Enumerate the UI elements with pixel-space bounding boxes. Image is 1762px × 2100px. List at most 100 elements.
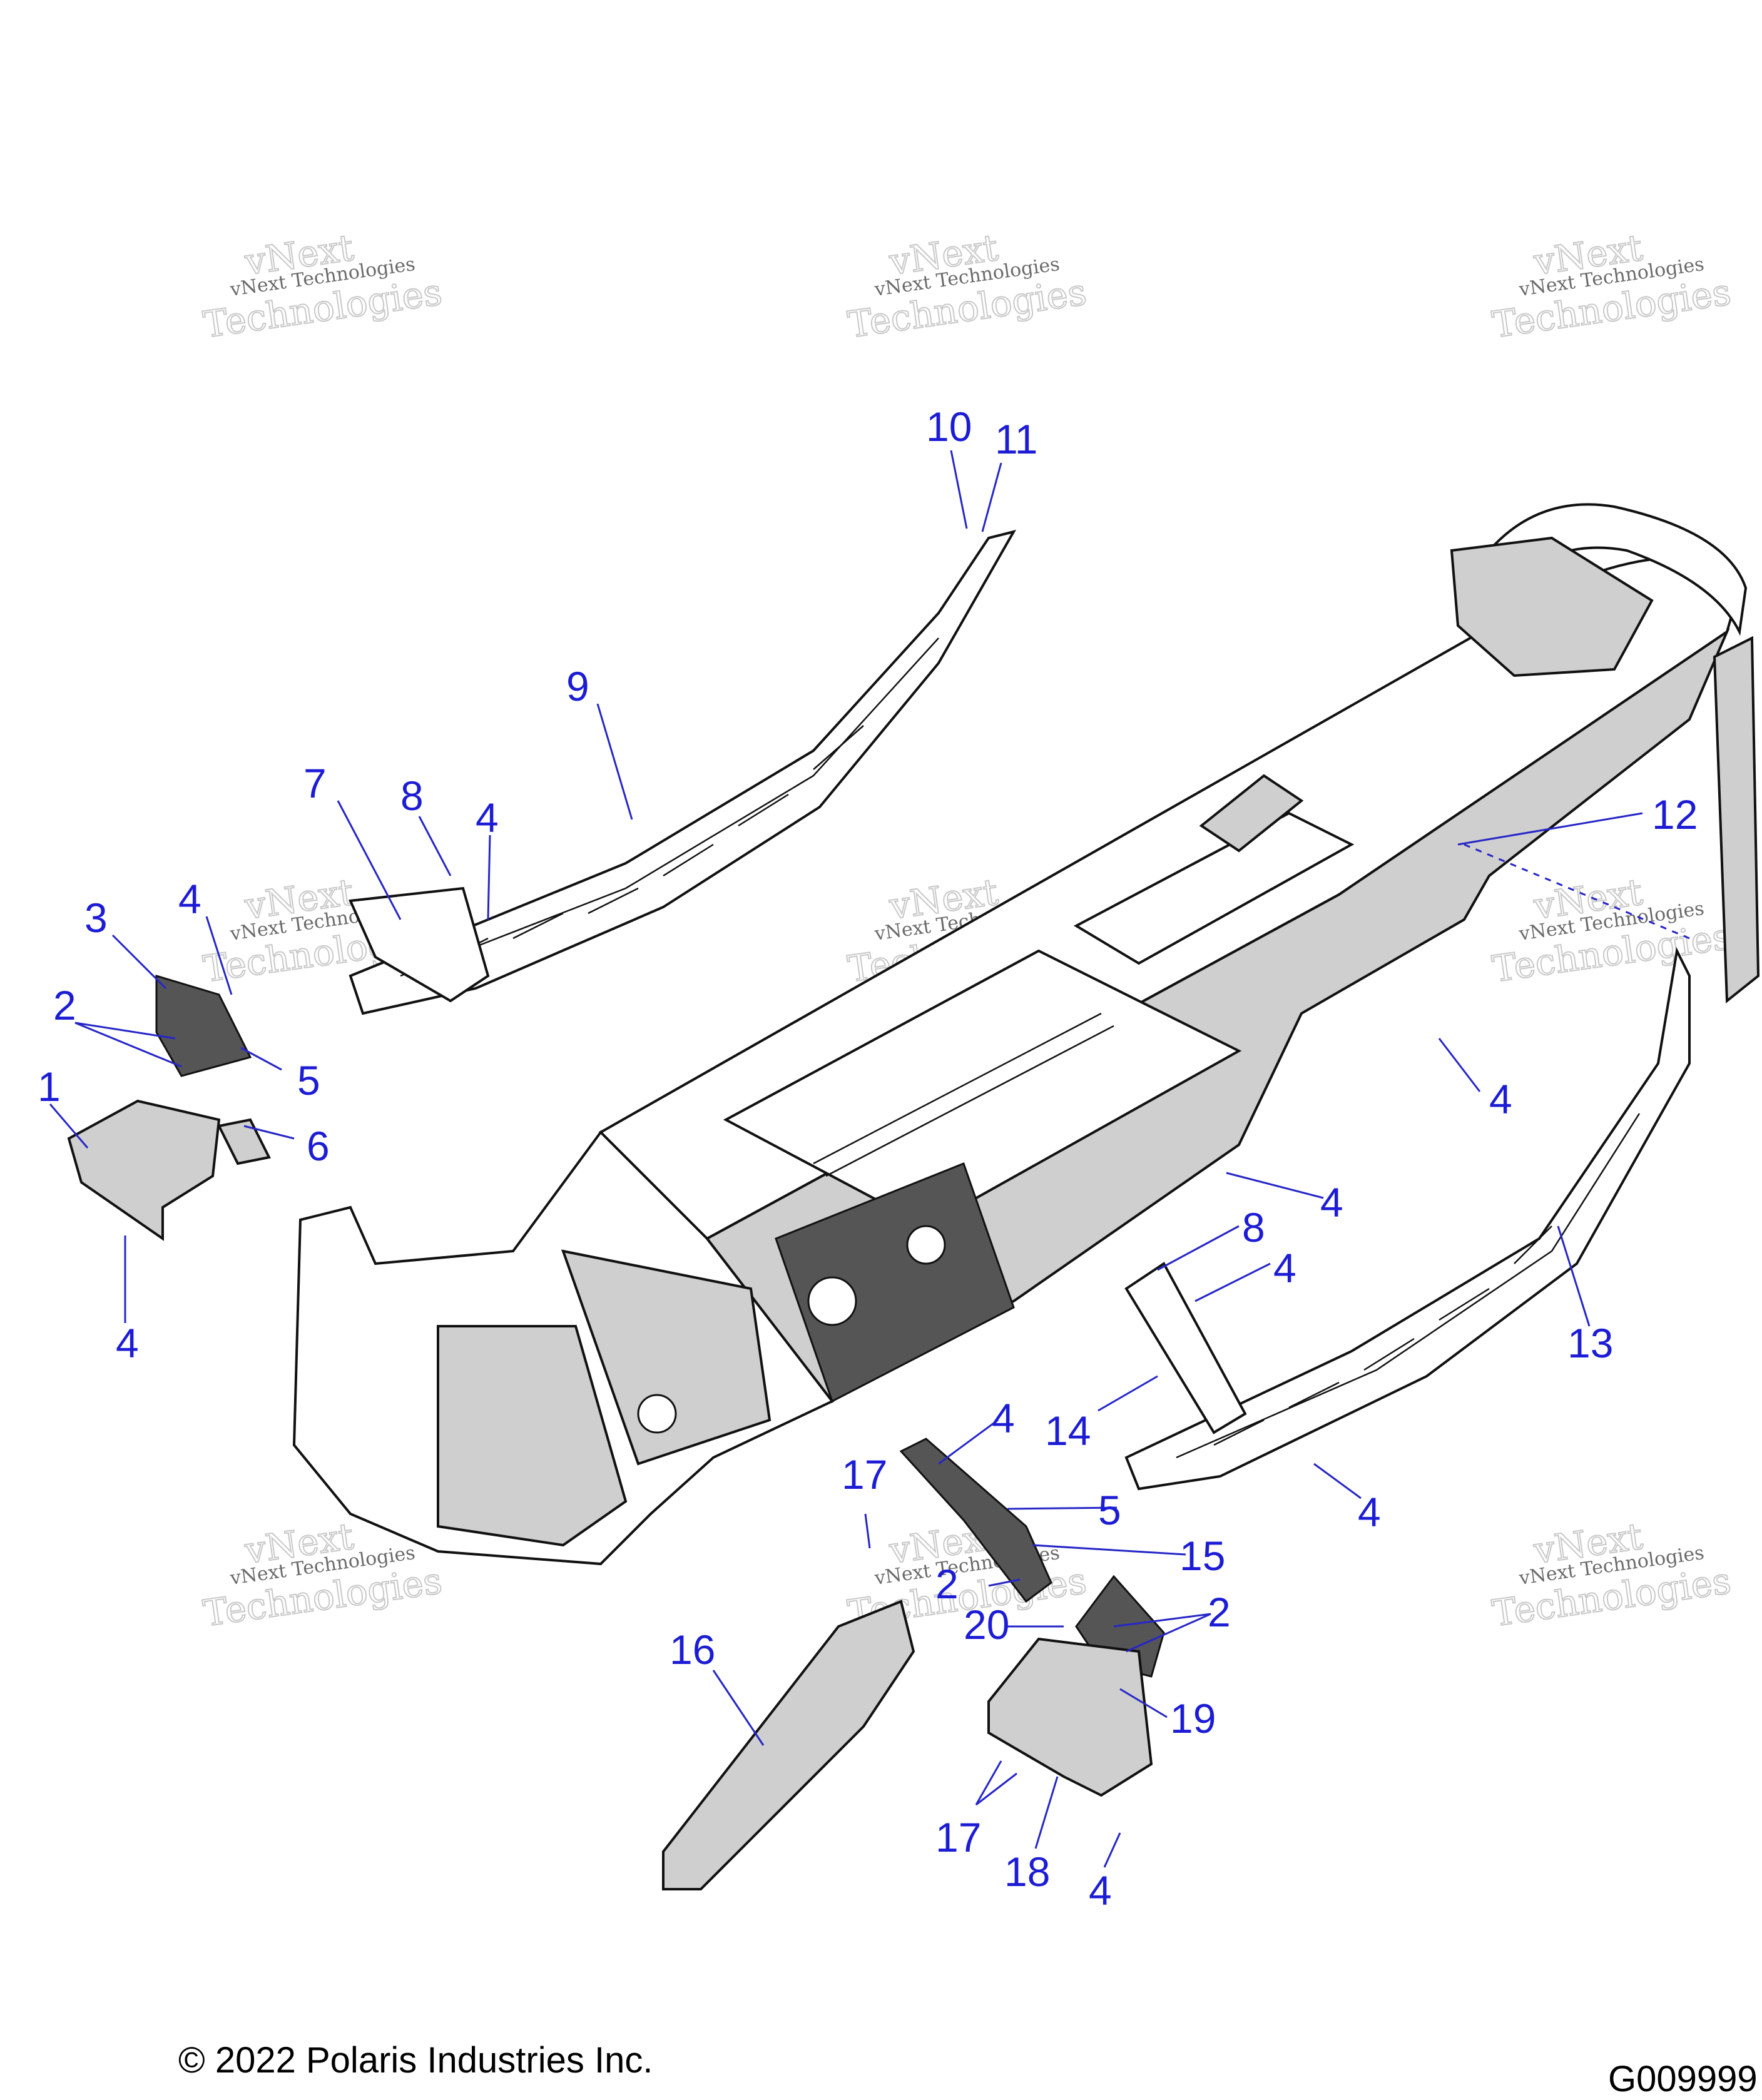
leader-1 (49, 1103, 89, 1149)
bulkhead-side-plate (775, 1162, 1015, 1403)
leader-2c-b (1126, 1613, 1211, 1653)
watermark-mid-right: vNext vNext Technologies Technologies (1489, 870, 1734, 991)
callout-8: 8 (1242, 1204, 1265, 1250)
callout-2: 2 (53, 982, 76, 1028)
front-left-bracket (349, 886, 490, 1003)
bulkhead-lower-panel (437, 1325, 628, 1547)
leader-4h (938, 1419, 999, 1465)
leader-7 (337, 800, 402, 920)
callout-9: 9 (566, 663, 589, 709)
watermark-top-center: vNext vNext Technologies Technologies (845, 225, 1090, 347)
callout-3: 3 (84, 895, 108, 941)
heat-exchanger-front (723, 949, 1242, 1228)
callout-15: 15 (1179, 1533, 1225, 1579)
callout-4: 4 (1089, 1867, 1112, 1914)
lower-strap (899, 1438, 1052, 1603)
callout-4: 4 (1320, 1179, 1343, 1225)
leader-12-dashed (1464, 843, 1690, 940)
callout-13: 13 (1567, 1320, 1613, 1366)
callout-4: 4 (476, 794, 499, 841)
callout-17: 17 (935, 1814, 981, 1860)
callout-5: 5 (297, 1057, 320, 1103)
callout-4: 4 (1358, 1489, 1381, 1535)
leader-4g (1313, 1463, 1362, 1499)
callout-2: 2 (935, 1561, 959, 1607)
front-bulkhead (292, 1130, 1015, 1566)
leader-5a (240, 1047, 282, 1071)
callout-5: 5 (1098, 1487, 1121, 1533)
leader-18 (1034, 1776, 1059, 1849)
leader-15 (1032, 1544, 1186, 1556)
watermark-top-right: vNext vNext Technologies Technologies (1489, 225, 1734, 347)
bulkhead-inner-panel (561, 1249, 772, 1466)
leader-4f (1194, 1262, 1271, 1302)
callout-4: 4 (1489, 1076, 1512, 1122)
leader-14 (1097, 1375, 1158, 1412)
running-board-right-outline (1124, 946, 1691, 1491)
callout-4: 4 (116, 1320, 139, 1366)
coolant-tube (813, 1012, 1102, 1165)
leader-2c (1113, 1613, 1211, 1628)
leader-4c (487, 834, 491, 920)
watermark-top-left: vNext vNext Technologies Technologies (200, 225, 446, 347)
lower-left-guard (662, 1600, 915, 1890)
leader-4a (205, 916, 233, 995)
bulkhead-plate-hole (807, 1276, 857, 1326)
rear-storage-recess (1450, 536, 1654, 677)
callout-16: 16 (670, 1626, 715, 1673)
running-board-right-cleats (1213, 1225, 1552, 1446)
leader-12 (1457, 812, 1643, 846)
callout-4: 4 (992, 1395, 1015, 1441)
bulkhead-plate-hole-2 (906, 1225, 946, 1265)
leader-8b (1157, 1225, 1240, 1271)
rear-bumper (1487, 503, 1748, 636)
lower-right-guard (987, 1637, 1153, 1797)
coolant-tube-2 (825, 1025, 1114, 1177)
leader-4i (1103, 1832, 1121, 1868)
leader-16 (712, 1670, 765, 1746)
deck-latch (1199, 774, 1304, 853)
copyright-text: © 2022 Polaris Industries Inc. (178, 2040, 653, 2081)
running-board-right (1124, 946, 1691, 1491)
front-right-bracket (1124, 1262, 1247, 1434)
callout-19: 19 (1170, 1695, 1216, 1742)
watermark-bottom-right: vNext vNext Technologies Technologies (1489, 1514, 1734, 1635)
leader-4e (1226, 1172, 1324, 1199)
leader-17a (864, 1513, 871, 1549)
heat-exchanger-rear (1073, 811, 1355, 965)
leader-2b (988, 1578, 1021, 1587)
leader-8a (418, 816, 452, 876)
leader-5b (1007, 1506, 1118, 1510)
leader-2a (74, 1022, 182, 1068)
callout-18: 18 (1004, 1849, 1050, 1895)
callout-8: 8 (400, 773, 424, 819)
leader-4d (1438, 1038, 1481, 1092)
left-upper-plate (155, 974, 252, 1077)
running-board-right-rib (1176, 1113, 1641, 1459)
callout-4: 4 (178, 876, 201, 922)
left-small-bracket (217, 1118, 271, 1165)
leader-17b (975, 1760, 1002, 1805)
callout-11: 11 (995, 416, 1038, 462)
callout-10: 10 (926, 403, 972, 450)
bulkhead-mount-hole (637, 1394, 677, 1434)
leader-9 (596, 703, 633, 820)
rear-bumper-upright (1713, 636, 1760, 1004)
leader-lines (49, 450, 1690, 1868)
running-board-left-rib (400, 637, 939, 977)
callout-17: 17 (842, 1451, 887, 1498)
callout-7: 7 (303, 760, 327, 806)
leader-11 (981, 462, 1002, 532)
leader-17b-b (975, 1772, 1017, 1806)
callout-14: 14 (1045, 1408, 1091, 1454)
left-toe-guard (67, 1099, 221, 1241)
callout-4: 4 (1273, 1245, 1296, 1291)
leader-10 (950, 450, 968, 529)
callout-labels: 1 2 3 4 5 6 4 7 8 4 9 10 11 12 4 4 8 4 1… (38, 403, 1698, 1914)
leader-13 (1557, 1225, 1591, 1327)
callout-6: 6 (307, 1123, 330, 1169)
figure-code: G009999 (1608, 2059, 1758, 2099)
leader-19 (1119, 1688, 1168, 1718)
callout-20: 20 (964, 1601, 1009, 1648)
